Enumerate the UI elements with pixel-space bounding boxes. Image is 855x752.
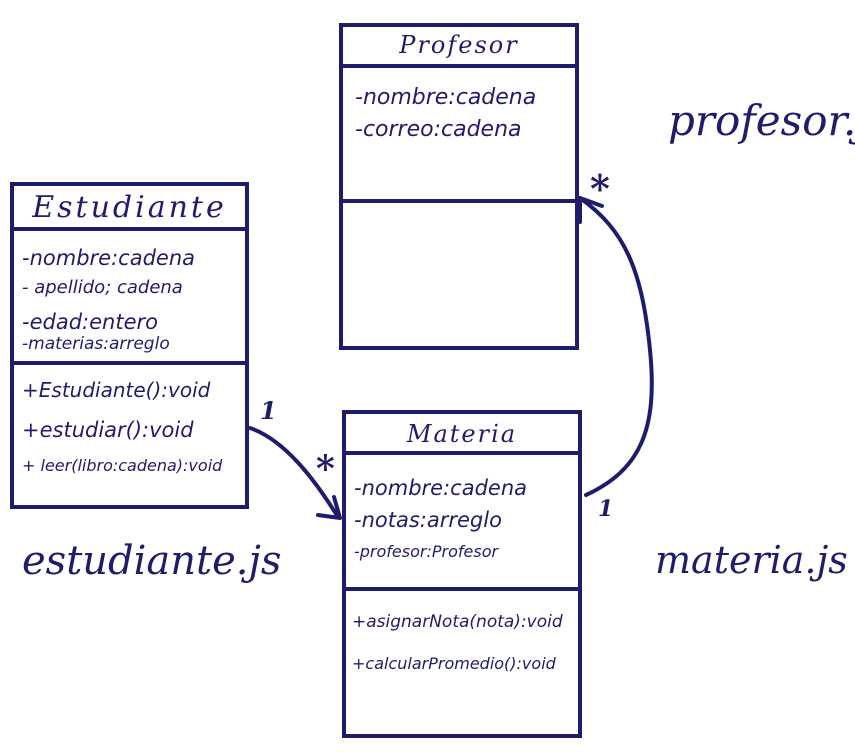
class-estudiante-attr-divider xyxy=(14,361,245,365)
class-estudiante-method: + leer(libro:cadena):void xyxy=(22,456,223,475)
class-materia-name-divider xyxy=(346,451,578,455)
class-materia-method: +asignarNota(nota):void xyxy=(352,612,563,632)
estudiante-materia-arrowhead xyxy=(316,495,342,520)
multiplicity-materia-one: 1 xyxy=(598,496,614,522)
class-profesor-name-divider xyxy=(343,64,575,68)
class-materia-attribute: -nombre:cadena xyxy=(354,476,527,500)
class-estudiante-method: +estudiar():void xyxy=(22,418,194,442)
multiplicity-profesor-many: * xyxy=(590,166,610,211)
class-estudiante-attribute: -edad:entero xyxy=(22,310,158,334)
file-label-materia: materia.js xyxy=(655,538,848,582)
class-profesor-attribute: -correo:cadena xyxy=(355,117,522,142)
multiplicity-estudiante-one: 1 xyxy=(260,396,277,425)
class-estudiante-attribute: - apellido; cadena xyxy=(22,277,183,298)
class-estudiante-attribute: -materias:arreglo xyxy=(22,334,170,354)
class-materia-method: +calcularPromedio():void xyxy=(352,654,556,673)
class-profesor-attr-divider xyxy=(343,199,575,203)
file-label-profesor: profesor.js xyxy=(668,96,855,145)
class-materia-attr-divider xyxy=(346,587,578,591)
class-estudiante-name: Estudiante xyxy=(32,190,227,225)
materia-profesor-association xyxy=(578,196,654,497)
class-estudiante-name-divider xyxy=(14,227,245,231)
class-materia-attribute: -profesor:Profesor xyxy=(354,542,499,561)
class-materia-attribute: -notas:arreglo xyxy=(354,508,502,532)
class-estudiante: Estudiante -nombre:cadena - apellido; ca… xyxy=(10,182,249,509)
class-estudiante-attribute: -nombre:cadena xyxy=(22,246,195,270)
file-label-estudiante: estudiante.js xyxy=(22,538,282,584)
class-estudiante-method: +Estudiante():void xyxy=(22,378,211,402)
multiplicity-materia-many: * xyxy=(316,448,335,490)
class-materia: Materia -nombre:cadena -notas:arreglo -p… xyxy=(342,410,582,738)
class-profesor-attribute: -nombre:cadena xyxy=(355,85,537,110)
class-profesor: Profesor -nombre:cadena -correo:cadena xyxy=(339,23,579,350)
estudiante-materia-association xyxy=(248,426,340,519)
class-materia-name: Materia xyxy=(406,420,518,448)
materia-profesor-arrowhead xyxy=(578,196,604,224)
class-profesor-name: Profesor xyxy=(399,31,519,59)
